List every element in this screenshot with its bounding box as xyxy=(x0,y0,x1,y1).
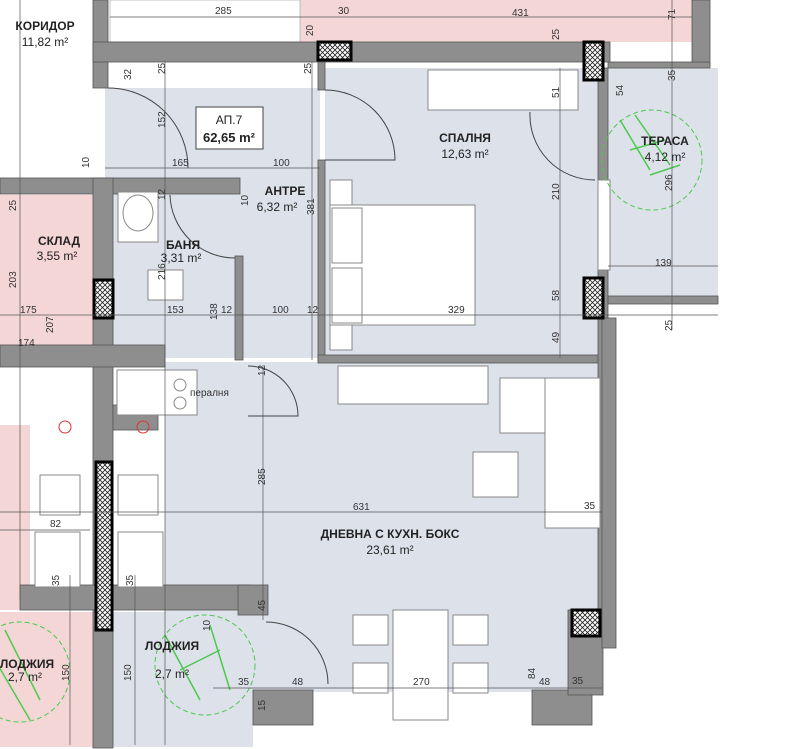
dim: 165 xyxy=(172,158,189,169)
room-name-loggia-neighbor: ЛОДЖИЯ xyxy=(0,657,54,671)
dim: 100 xyxy=(273,158,290,169)
column xyxy=(582,40,605,82)
column xyxy=(316,40,353,62)
dim: 10 xyxy=(202,619,213,631)
apartment-tag xyxy=(195,106,264,150)
dim: 150 xyxy=(61,664,72,681)
dim: 25 xyxy=(8,199,19,211)
dim: 48 xyxy=(539,677,551,688)
room-name-bathroom: БАНЯ xyxy=(166,238,200,252)
dim: 285 xyxy=(215,6,232,17)
room-area-living: 23,61 m² xyxy=(366,543,413,557)
loggia-fill xyxy=(113,612,253,747)
dim: 270 xyxy=(413,677,430,688)
dim: 25 xyxy=(303,62,314,74)
dim: 203 xyxy=(8,271,19,288)
dim: 35 xyxy=(238,677,250,688)
dim: 32 xyxy=(123,68,134,80)
dim: 175 xyxy=(20,305,37,316)
dim: 35 xyxy=(51,574,62,586)
dim: 207 xyxy=(45,316,56,333)
column xyxy=(582,276,605,320)
dim: 71 xyxy=(667,8,678,20)
room-area-bathroom: 3,31 m² xyxy=(161,251,202,265)
dim: 25 xyxy=(551,28,562,40)
laundry-label: пералня xyxy=(190,388,229,399)
dim: 25 xyxy=(664,319,675,331)
room-name-entrance: АНТРЕ xyxy=(265,184,306,198)
dim: 10 xyxy=(240,194,251,206)
dim: 30 xyxy=(338,6,350,17)
dim: 35 xyxy=(584,501,596,512)
room-area-loggia-neighbor: 2,7 m² xyxy=(8,670,42,684)
dim: 49 xyxy=(551,331,562,343)
dim: 296 xyxy=(664,174,675,191)
dim: 35 xyxy=(572,676,584,687)
room-labels: КОРИДОР 11,82 m² АНТРЕ 6,32 m² БАНЯ 3,31… xyxy=(0,19,689,684)
dim: 381 xyxy=(306,198,317,215)
door-swings xyxy=(107,87,596,685)
room-name-storage: СКЛАД xyxy=(38,234,81,248)
dim: 285 xyxy=(257,468,268,485)
dim: 54 xyxy=(615,84,626,96)
neighbor-unit-top xyxy=(300,0,692,42)
room-area-corridor: 11,82 m² xyxy=(22,35,68,49)
apartment-name: АП.7 xyxy=(216,113,243,127)
neighbor-kitchen-fill xyxy=(0,425,30,610)
dim: 431 xyxy=(512,8,529,19)
dim: 35 xyxy=(125,574,136,586)
dim: 329 xyxy=(448,305,465,316)
dim: 82 xyxy=(50,519,62,530)
storage-fill xyxy=(0,195,93,345)
room-area-entrance: 6,32 m² xyxy=(257,200,298,214)
terrace-fill xyxy=(608,68,718,298)
dim: 10 xyxy=(81,156,92,168)
room-area-loggia: 2,7 m² xyxy=(155,667,189,681)
plant-icon xyxy=(0,109,703,723)
dim: 138 xyxy=(209,303,220,320)
dim: 150 xyxy=(123,664,134,681)
white-strip-top xyxy=(110,62,315,88)
neighbor-unit-top-white xyxy=(109,0,301,43)
room-name-living: ДНЕВНА С КУХН. БОКС xyxy=(321,527,460,541)
dimension-lines xyxy=(0,0,718,745)
room-name-bedroom: СПАЛНЯ xyxy=(439,131,491,145)
dim: 15 xyxy=(257,699,268,711)
room-area-storage: 3,55 m² xyxy=(37,249,78,263)
column xyxy=(94,460,114,632)
dim: 152 xyxy=(157,111,168,128)
furniture xyxy=(34,179,611,721)
dim: 12 xyxy=(221,305,233,316)
dim: 12 xyxy=(257,364,268,376)
column xyxy=(570,608,602,638)
column xyxy=(92,278,115,320)
dim: 35 xyxy=(667,69,678,81)
dim: 210 xyxy=(551,183,562,200)
dim: 20 xyxy=(305,24,316,36)
dim: 58 xyxy=(551,289,562,301)
room-area-bedroom: 12,63 m² xyxy=(441,147,488,161)
dim: 25 xyxy=(157,62,168,74)
dim: 100 xyxy=(272,305,289,316)
dim: 84 xyxy=(527,667,538,679)
dim: 631 xyxy=(353,502,370,513)
left-loggia-fill xyxy=(0,612,93,747)
wardrobe xyxy=(427,69,579,111)
dim: 45 xyxy=(257,599,268,611)
room-area-terrace: 4,12 m² xyxy=(645,150,686,164)
dim: 216 xyxy=(157,263,168,280)
dim: 139 xyxy=(655,258,672,269)
dim: 153 xyxy=(167,305,184,316)
apartment-area: 62,65 m² xyxy=(203,130,256,145)
room-name-loggia: ЛОДЖИЯ xyxy=(145,639,199,653)
dim: 48 xyxy=(292,677,304,688)
dim: 51 xyxy=(551,86,562,98)
dim: 12 xyxy=(307,305,319,316)
dimension-labels: 285 30 431 71 20 25 32 25 25 152 165 100… xyxy=(8,6,678,711)
dim: 12 xyxy=(157,188,168,200)
room-name-terrace: ТЕРАСА xyxy=(641,134,689,148)
dim: 174 xyxy=(18,338,35,349)
room-name-corridor: КОРИДОР xyxy=(15,19,74,33)
